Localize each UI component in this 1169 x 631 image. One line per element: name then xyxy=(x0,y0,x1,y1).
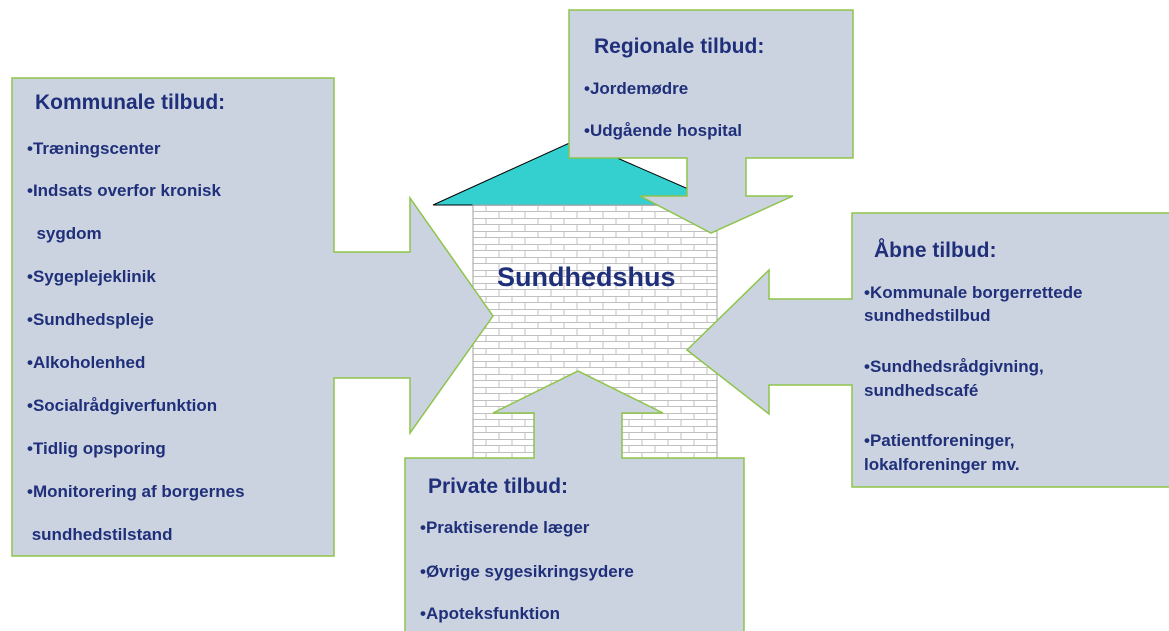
kommunale-callout-shape xyxy=(11,77,494,557)
aabne-callout-shape xyxy=(685,212,1169,488)
aabne-item: •Patientforeninger, xyxy=(864,431,1015,450)
aabne-title: Åbne tilbud: xyxy=(874,239,997,262)
kommunale-item: •Alkoholenhed xyxy=(27,353,146,372)
kommunale-item: sundhedstilstand xyxy=(27,525,173,544)
kommunale-item: •Sygeplejeklinik xyxy=(27,267,156,286)
kommunale-item: •Indsats overfor kronisk xyxy=(27,181,221,200)
aabne-item: •Kommunale borgerrettede xyxy=(864,283,1083,302)
kommunale-item: •Træningscenter xyxy=(27,139,161,158)
private-item: •Apoteksfunktion xyxy=(420,604,561,623)
regionale-title: Regionale tilbud: xyxy=(594,35,765,58)
kommunale-item: sygdom xyxy=(27,224,102,243)
aabne-item: sundhedscafé xyxy=(864,381,979,400)
aabne-item: •Sundhedsrådgivning, xyxy=(864,357,1044,376)
regionale-item: •Udgående hospital xyxy=(584,121,743,140)
private-title: Private tilbud: xyxy=(428,475,569,498)
kommunale-item: •Tidlig opsporing xyxy=(27,439,166,458)
kommunale-title: Kommunale tilbud: xyxy=(35,91,226,114)
aabne-item: sundhedstilbud xyxy=(864,306,991,325)
private-callout-shape xyxy=(404,370,745,631)
private-item: •Øvrige sygesikringsydere xyxy=(420,562,634,581)
kommunale-item: •Monitorering af borgernes xyxy=(27,482,245,501)
regionale-callout-shape xyxy=(568,9,854,234)
center-title: Sundhedshus xyxy=(497,262,676,292)
private-item: •Praktiserende læger xyxy=(420,518,590,537)
regionale-item: •Jordemødre xyxy=(584,79,689,98)
aabne-item: lokalforeninger mv. xyxy=(864,455,1020,474)
kommunale-item: •Sundhedspleje xyxy=(27,310,154,329)
kommunale-item: •Socialrådgiverfunktion xyxy=(27,396,218,415)
